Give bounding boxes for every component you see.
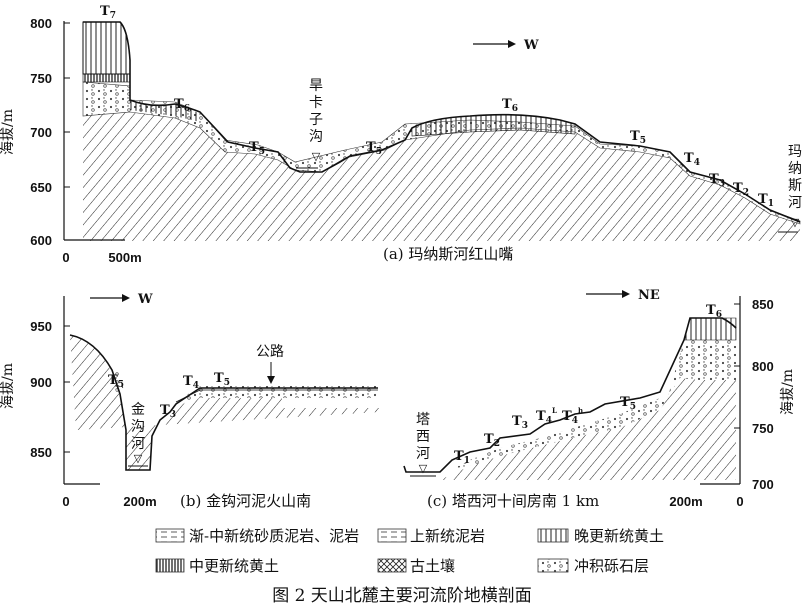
panel-a-river-label: 旱 卡 子 沟 ▽ xyxy=(309,78,323,163)
panel-a-scale-zero: 0 xyxy=(62,250,69,265)
legend-item: 冲积砾石层 xyxy=(537,557,649,575)
panel-a-terrace-label: T5 xyxy=(630,129,646,146)
panel-c-ytick-750: 750 xyxy=(752,421,774,436)
svg-text:晚更新统黄土: 晚更新统黄土 xyxy=(574,527,664,545)
panel-a-terrace-label: T5 xyxy=(366,140,382,157)
panel-a-terrace-label: T3 xyxy=(709,172,725,189)
panel-c-direction: NE xyxy=(638,288,660,303)
panel-c-terrace-label: T4L xyxy=(536,406,557,426)
panel-a-river-label-right: 玛 纳 斯 河 ▽ xyxy=(788,144,802,229)
svg-text:中更新统黄土: 中更新统黄土 xyxy=(189,557,279,575)
panel-c-scale-length: 200m xyxy=(669,494,702,509)
panel-b-y-label: 海拔/m xyxy=(0,363,16,409)
svg-text:河: 河 xyxy=(788,195,802,211)
legend-item: 晚更新统黄土 xyxy=(537,527,664,545)
panel-a-terrace-label: T4 xyxy=(684,151,700,168)
svg-text:塔: 塔 xyxy=(416,412,430,428)
svg-text:斯: 斯 xyxy=(788,178,802,194)
legend-item: 渐-中新统砂质泥岩、泥岩 xyxy=(155,527,359,545)
panel-c-caption: (c) 塔西河十间房南 1 km xyxy=(427,492,599,510)
panel-b-ytick-950: 950 xyxy=(30,319,52,334)
panel-b-ytick-900: 900 xyxy=(30,375,52,390)
panel-c-ytick-700: 700 xyxy=(752,477,774,492)
panel-b-direction: W xyxy=(137,292,153,307)
panel-a-ytick-650: 650 xyxy=(30,180,52,195)
svg-text:河: 河 xyxy=(131,436,145,452)
panel-a-terrace-label: T2 xyxy=(733,181,749,198)
panel-a-terrace-label: T5 xyxy=(249,140,265,157)
svg-text:渐-中新统砂质泥岩、泥岩: 渐-中新统砂质泥岩、泥岩 xyxy=(189,527,359,545)
panel-a-direction: W xyxy=(523,38,539,53)
panel-a-terrace-label: T1 xyxy=(758,192,774,209)
panel-b-river-label: 金 沟 河 ▽ xyxy=(131,402,145,465)
panel-c-river-label: 塔 西 河 ▽ xyxy=(416,412,430,475)
legend: 渐-中新统砂质泥岩、泥岩 上新统泥岩 晚更新统黄土 中更新统黄土 古土壤 冲积砾… xyxy=(155,527,664,575)
legend-item: 中更新统黄土 xyxy=(155,557,279,575)
panel-a-ytick-800: 800 xyxy=(30,16,52,31)
figure-title: 图 2 天山北麓主要河流阶地横剖面 xyxy=(272,586,532,606)
panel-c-terrace-label: T6 xyxy=(706,303,722,320)
panel-a-caption: (a) 玛纳斯河红山嘴 xyxy=(383,245,513,263)
svg-text:沟: 沟 xyxy=(309,129,323,145)
panel-b-road-label: 公路 xyxy=(256,344,284,360)
panel-c-terrace-label: T3 xyxy=(512,414,528,431)
svg-text:玛: 玛 xyxy=(788,144,802,160)
panel-b-terrace-label: T4 xyxy=(183,374,199,391)
svg-text:古土壤: 古土壤 xyxy=(410,557,455,575)
panel-b-terrace-label: T5 xyxy=(214,371,230,388)
panel-a-ytick-750: 750 xyxy=(30,71,52,86)
panel-a-terrace-label: T6 xyxy=(174,97,190,114)
panel-b-terrace-label: T3 xyxy=(160,403,176,420)
panel-b-ytick-850: 850 xyxy=(30,445,52,460)
panel-c-scale-zero: 0 xyxy=(736,494,743,509)
panel-b: 950 900 850 海拔/m 0 200m W 公路 金 沟 河 ▽ T5 … xyxy=(0,292,380,510)
panel-c-terrace-label: T4h xyxy=(562,406,583,426)
svg-text:西: 西 xyxy=(416,429,430,445)
svg-text:▽: ▽ xyxy=(791,216,800,229)
panel-b-caption: (b) 金钩河泥火山南 xyxy=(180,492,311,510)
svg-text:河: 河 xyxy=(416,446,430,462)
svg-text:上新统泥岩: 上新统泥岩 xyxy=(410,527,485,545)
legend-item: 上新统泥岩 xyxy=(377,527,485,545)
panel-a: 800 750 700 650 600 海拔/m 0 500m W 旱 卡 子 xyxy=(0,4,802,265)
panel-c-ytick-800: 800 xyxy=(752,359,774,374)
panel-a-scale-length: 500m xyxy=(108,250,141,265)
panel-b-scale-zero: 0 xyxy=(62,494,69,509)
svg-text:旱: 旱 xyxy=(309,78,323,94)
svg-text:▽: ▽ xyxy=(419,462,428,475)
panel-c-terrace-label: T2 xyxy=(484,432,500,449)
panel-a-terrace-label: T7 xyxy=(100,4,116,21)
panel-b-terrace-label: T5 xyxy=(108,373,124,390)
panel-c-terrace-label: T1 xyxy=(454,449,470,466)
panel-a-ytick-700: 700 xyxy=(30,125,52,140)
panel-c-ytick-850: 850 xyxy=(752,297,774,312)
svg-text:沟: 沟 xyxy=(131,419,145,435)
svg-text:冲积砾石层: 冲积砾石层 xyxy=(574,557,649,575)
panel-a-y-label: 海拔/m xyxy=(0,109,16,155)
panel-a-terrace-label: T6 xyxy=(502,97,518,114)
svg-text:▽: ▽ xyxy=(312,150,321,163)
svg-text:纳: 纳 xyxy=(788,161,802,177)
svg-text:▽: ▽ xyxy=(134,452,143,465)
svg-text:金: 金 xyxy=(131,402,145,418)
panel-c-y-label: 海拔/m xyxy=(780,369,796,415)
svg-text:子: 子 xyxy=(309,112,323,128)
svg-text:卡: 卡 xyxy=(309,95,323,111)
panel-a-ytick-600: 600 xyxy=(30,233,52,248)
panel-c: 850 800 750 700 海拔/m 200m 0 NE 塔 西 河 ▽ T… xyxy=(403,288,796,510)
legend-item: 古土壤 xyxy=(377,557,455,575)
panel-c-terrace-label: T5 xyxy=(620,395,636,412)
panel-b-scale-length: 200m xyxy=(123,494,156,509)
